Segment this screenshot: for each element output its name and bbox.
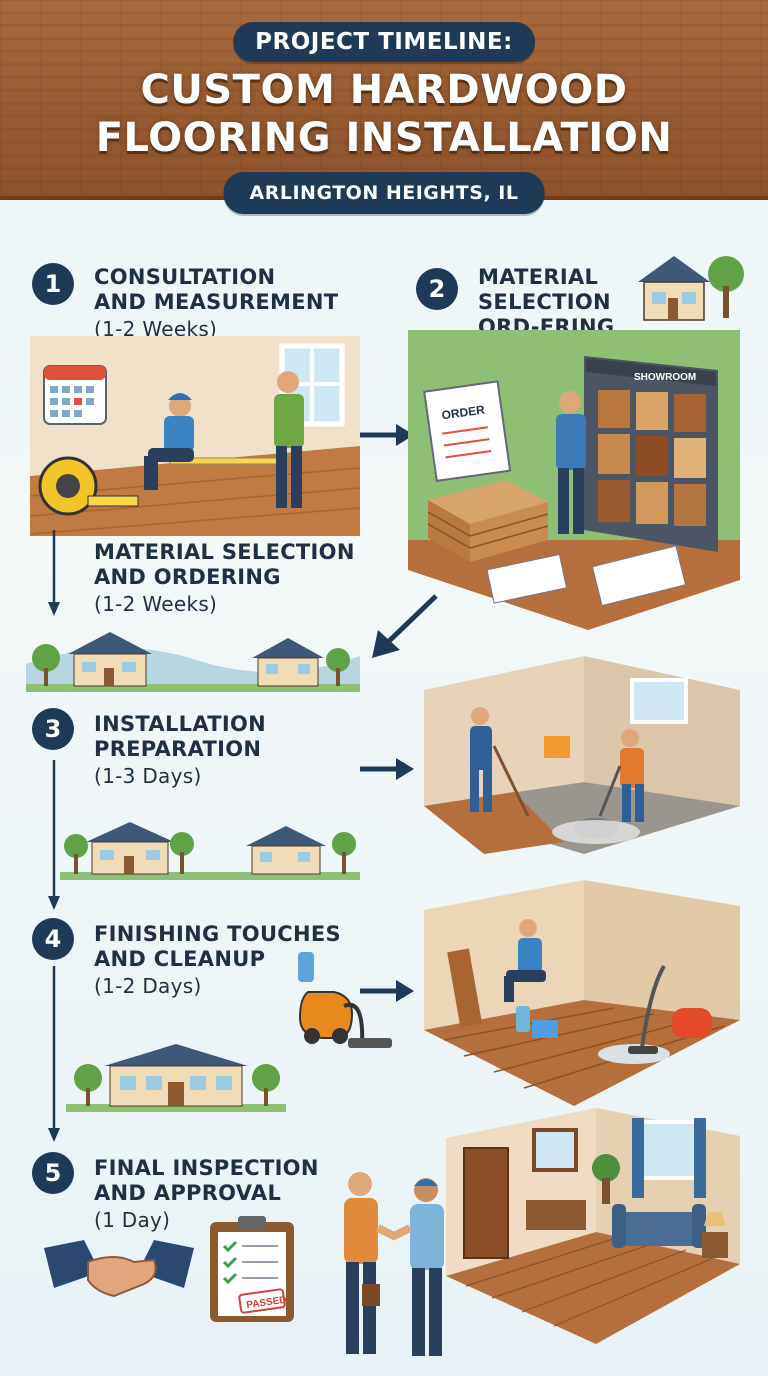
showroom-rack: SHOWROOM — [584, 356, 718, 552]
step-2-label: MATERIAL SELECTION ORD-ERING — [478, 265, 615, 339]
title-line-2: FLOORING INSTALLATION — [95, 115, 673, 161]
vacuum-cleaner — [628, 964, 712, 1054]
arrow-right-4 — [358, 976, 414, 1006]
consultation-scene — [30, 336, 360, 536]
customer-figure — [556, 391, 586, 534]
material-ordering-label: MATERIAL SELECTION AND ORDERING (1-2 Wee… — [94, 540, 355, 616]
calendar-icon — [43, 365, 107, 425]
step-5-number: 5 — [32, 1152, 74, 1194]
handshake-people — [326, 1168, 462, 1364]
worker-kneeling-floor — [504, 919, 546, 1002]
handshake-icon — [44, 1232, 194, 1312]
showroom-label: SHOWROOM — [634, 372, 696, 383]
neighborhood-row-3 — [66, 1040, 286, 1112]
client-standing — [274, 371, 304, 508]
timeline-arrow-1 — [46, 530, 62, 616]
location-badge: ARLINGTON HEIGHTS, IL — [223, 172, 545, 214]
step-3-label: INSTALLATION PREPARATION (1-3 Days) — [94, 712, 267, 788]
preparation-scene — [424, 656, 740, 856]
neighborhood-row-2 — [60, 814, 360, 880]
arrow-right-1 — [358, 420, 414, 450]
vacuum-icon — [290, 948, 394, 1052]
tape-measure-icon — [38, 456, 139, 516]
finishing-scene — [424, 880, 740, 1110]
page-title: CUSTOM HARDWOOD FLOORING INSTALLATION — [0, 66, 768, 162]
worker-kneeling — [144, 393, 194, 490]
order-label: ORDER — [441, 403, 486, 423]
title-line-1: CUSTOM HARDWOOD — [140, 67, 628, 113]
step-4-label: FINISHING TOUCHES AND CLEANUP (1-2 Days) — [94, 922, 341, 998]
step-1-label: CONSULTATION AND MEASUREMENT (1-2 Weeks) — [94, 265, 339, 341]
showroom-scene: ORDER SHOWROOM — [408, 330, 740, 630]
step-3-number: 3 — [32, 708, 74, 750]
finished-room-scene — [446, 1108, 740, 1348]
clipboard-icon: PASSED — [208, 1214, 298, 1326]
step-2-number: 2 — [416, 268, 458, 310]
order-document: ORDER — [423, 380, 512, 482]
neighborhood-row-1 — [26, 624, 360, 694]
step-1-number: 1 — [32, 263, 74, 305]
arrow-right-3 — [358, 754, 414, 784]
house-icon-top-right — [634, 246, 746, 326]
timeline-arrow-3 — [46, 966, 62, 1142]
timeline-arrow-2 — [46, 760, 62, 910]
step-4-number: 4 — [32, 918, 74, 960]
worker-sweeping — [470, 707, 530, 817]
arrow-down-left — [368, 592, 440, 660]
wood-pallet — [427, 480, 549, 562]
timeline-kicker: PROJECT TIMELINE: — [233, 22, 535, 62]
step-5-label: FINAL INSPECTION AND APPROVAL (1 Day) — [94, 1156, 319, 1232]
